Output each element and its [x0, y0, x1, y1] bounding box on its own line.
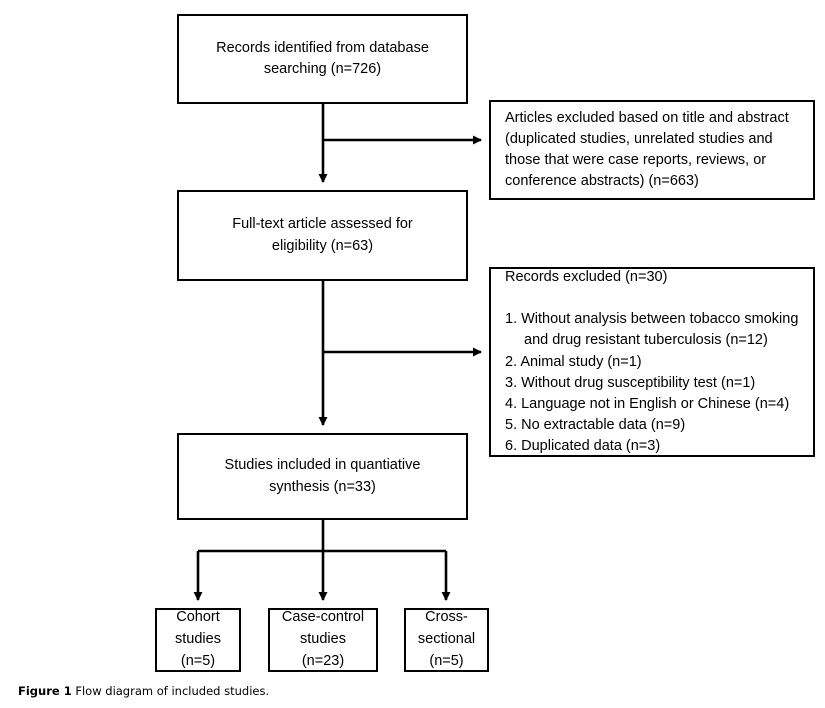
node-studies-included-synthesis-label: Studies included in quantiative synthesi… [224, 457, 421, 495]
figure-caption-label: Figure 1 [18, 684, 72, 698]
node-articles-excluded-title-abstract: Articles excluded based on title and abs… [489, 100, 815, 200]
node-records-excluded-list-item: 2. Animal study (n=1) [505, 353, 642, 370]
node-records-excluded-list: 1. Without analysis between tobacco smok… [505, 309, 798, 456]
node-cross-sectional-studies-label: Cross- sectional (n=5) [417, 609, 476, 669]
node-records-excluded-list-item: 5. No extractable data (n=9) [505, 416, 686, 433]
node-records-excluded-list-item: 4. Language not in English or Chinese (n… [505, 395, 790, 412]
node-case-control-studies: Case-control studies (n=23) [268, 608, 378, 672]
flow-diagram: Records identified from database searchi… [155, 14, 815, 672]
node-cross-sectional-studies: Cross- sectional (n=5) [404, 608, 489, 672]
node-records-excluded-list-item: 6. Duplicated data (n=3) [505, 437, 661, 454]
node-case-control-studies-label: Case-control studies (n=23) [281, 609, 365, 669]
node-records-identified-label: Records identified from database searchi… [216, 39, 429, 77]
node-records-excluded: Records excluded (n=30) 1. Without analy… [489, 267, 815, 457]
node-records-excluded-list-item: 1. Without analysis between tobacco smok… [505, 311, 799, 349]
figure-caption-text: Flow diagram of included studies. [75, 684, 270, 698]
node-records-excluded-heading: Records excluded (n=30) [505, 269, 668, 286]
connector-lines [193, 104, 482, 601]
node-records-excluded-list-item: 3. Without drug susceptibility test (n=1… [505, 374, 756, 391]
node-articles-excluded-title-abstract-label: Articles excluded based on title and abs… [505, 109, 789, 190]
node-cohort-studies: Cohort studies (n=5) [155, 608, 241, 672]
figure-caption: Figure 1 Flow diagram of included studie… [18, 684, 270, 699]
node-cohort-studies-label: Cohort studies (n=5) [175, 609, 221, 669]
node-records-excluded-body: Records excluded (n=30) 1. Without analy… [491, 246, 808, 477]
node-fulltext-assessed-label: Full-text article assessed for eligibili… [232, 216, 413, 254]
node-records-identified: Records identified from database searchi… [177, 14, 468, 104]
node-studies-included-synthesis: Studies included in quantiative synthesi… [177, 433, 468, 520]
node-fulltext-assessed: Full-text article assessed for eligibili… [177, 190, 468, 281]
